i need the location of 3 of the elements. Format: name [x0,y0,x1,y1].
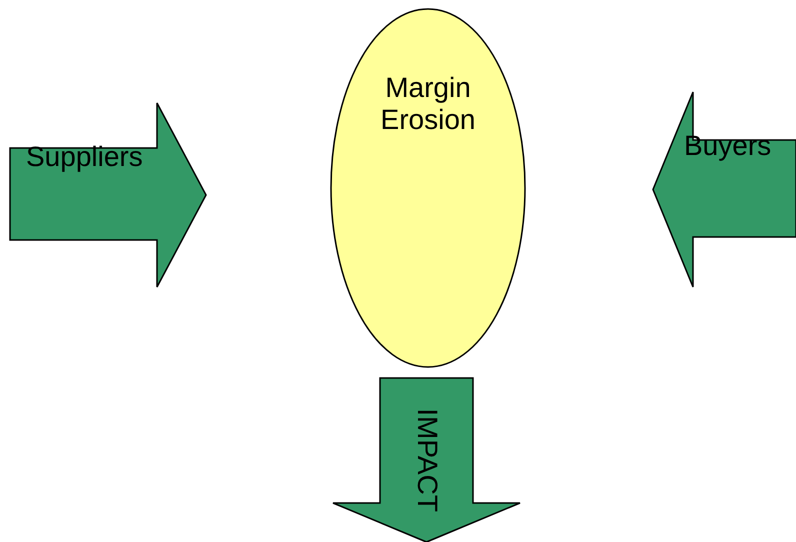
shape-label: IMPACT [410,407,443,514]
shape-label: Suppliers [26,141,143,174]
shape-label: Margin Erosion [380,72,476,136]
